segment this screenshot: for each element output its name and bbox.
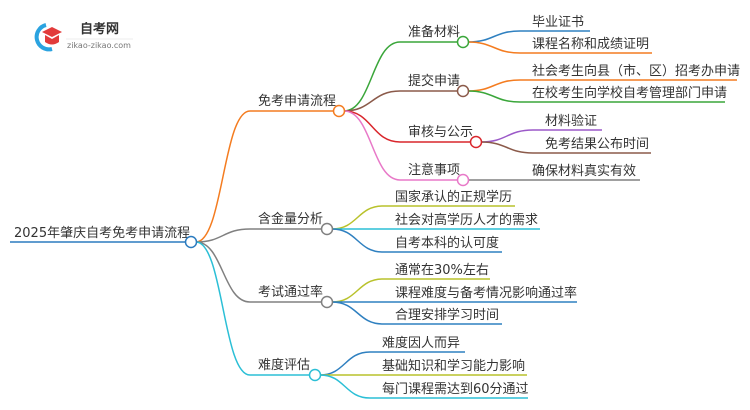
subbranch-connector <box>343 90 401 112</box>
logo: 自考网 zikao-zikao.com <box>30 22 135 52</box>
leaf-label: 毕业证书 <box>532 15 584 30</box>
branch-leaf-connector <box>331 301 384 325</box>
branch-connector <box>195 241 251 376</box>
branch-leaf-connector <box>331 278 384 303</box>
leaf-label: 每门课程需达到60分通过 <box>382 381 529 397</box>
root-node <box>184 235 198 249</box>
subbranch-node <box>456 173 470 187</box>
subbranch-node <box>456 35 470 49</box>
subbranch-leaf-connector <box>467 79 521 92</box>
logo-title: 自考网 <box>80 22 119 37</box>
leaf-label: 自考本科的认可度 <box>395 235 499 251</box>
subbranch-label: 审核与公示 <box>408 125 473 140</box>
branch-label: 含金量分析 <box>258 211 323 227</box>
logo-icon: 自考网 zikao-zikao.com <box>34 22 133 52</box>
subbranch-leaf-connector <box>480 129 534 143</box>
leaf-label: 课程名称和成绩证明 <box>532 36 649 52</box>
branch-node <box>332 104 346 118</box>
branch-node <box>320 222 334 236</box>
leaf-label: 社会对高学历人才的需求 <box>395 212 538 228</box>
root-label: 2025年肇庆自考免考申请流程 <box>14 226 190 241</box>
subbranch-label: 注意事项 <box>408 162 460 178</box>
leaf-label: 材料验证 <box>545 113 597 129</box>
leaf-label: 在校考生向学校自考管理部门申请 <box>532 85 727 101</box>
branch-connector <box>195 241 251 303</box>
subbranch-connector <box>343 110 401 181</box>
leaf-label: 合理安排学习时间 <box>395 307 499 323</box>
leaf-label: 免考结果公布时间 <box>545 137 649 152</box>
leaf-label: 国家承认的正规学历 <box>395 189 512 205</box>
subbranch-connector <box>343 110 401 143</box>
leaf-label: 难度因人而异 <box>382 335 460 351</box>
branch-connector <box>195 228 251 243</box>
branch-node <box>320 295 334 309</box>
leaf-label: 基础知识和学习能力影响 <box>382 358 525 374</box>
subbranch-label: 准备材料 <box>408 24 460 40</box>
subbranch-node <box>456 84 470 98</box>
leaf-label: 课程难度与备考情况影响通过率 <box>395 285 577 301</box>
leaf-label: 通常在30%左右 <box>395 263 489 278</box>
branch-leaf-connector <box>331 205 384 230</box>
branch-node <box>308 368 322 382</box>
subbranch-leaf-connector <box>480 141 534 154</box>
branch-leaf-connector <box>331 228 384 253</box>
subbranch-node <box>469 135 483 149</box>
subbranch-leaf-connector <box>467 30 521 43</box>
subbranch-leaf-connector <box>467 41 521 54</box>
branch-leaf-connector <box>319 374 371 399</box>
leaf-label: 社会考生向县（市、区）招考办申请 <box>532 63 740 79</box>
subbranch-connector <box>343 41 401 112</box>
subbranch-label: 提交申请 <box>408 73 460 89</box>
leaf-label: 确保材料真实有效 <box>532 164 636 179</box>
branch-leaf-connector <box>319 351 371 376</box>
branch-connector <box>195 110 251 243</box>
subbranch-leaf-connector <box>467 90 521 103</box>
logo-url: zikao-zikao.com <box>67 41 131 50</box>
branch-label: 免考申请流程 <box>258 94 336 109</box>
branch-label: 考试通过率 <box>258 284 323 300</box>
branch-label: 难度评估 <box>258 357 310 373</box>
